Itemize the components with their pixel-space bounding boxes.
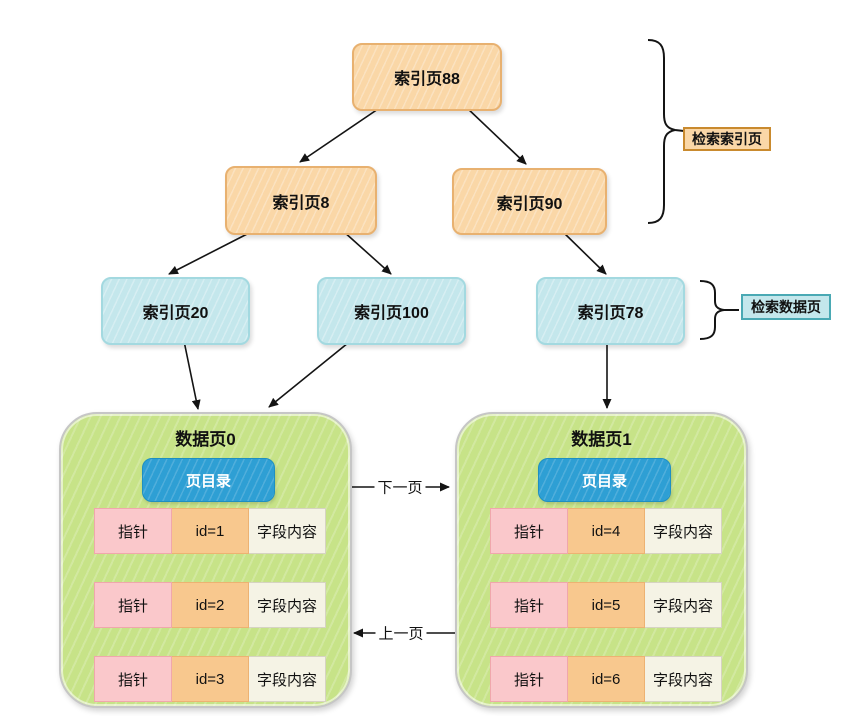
arrow-index88-to-index90 — [465, 106, 527, 165]
data-page-0-record-1: 指针 id=1 字段内容 — [94, 508, 326, 554]
content-cell: 字段内容 — [249, 582, 326, 628]
data-page-0-record-3: 指针 id=3 字段内容 — [94, 656, 326, 702]
id-cell: id=2 — [172, 582, 249, 628]
pointer-cell: 指针 — [94, 582, 172, 628]
content-cell: 字段内容 — [249, 656, 326, 702]
pointer-cell: 指针 — [490, 508, 568, 554]
arrow-index8-to-index100 — [342, 230, 392, 275]
content-cell: 字段内容 — [645, 508, 722, 554]
data-page-1-title: 数据页1 — [571, 430, 632, 449]
data-page-1-directory: 页目录 — [538, 458, 671, 502]
data-page-0-record-2: 指针 id=2 字段内容 — [94, 582, 326, 628]
arrow-index88-to-index8 — [299, 106, 382, 163]
id-cell: id=3 — [172, 656, 249, 702]
data-page-0: 数据页0 页目录 指针 id=1 字段内容 指针 id=2 字段内容 指针 id… — [59, 412, 352, 708]
pointer-cell: 指针 — [94, 656, 172, 702]
data-page-1-record-2: 指针 id=5 字段内容 — [490, 582, 722, 628]
id-cell: id=1 — [172, 508, 249, 554]
pointer-cell: 指针 — [94, 508, 172, 554]
next-page-link-label: 下一页 — [374, 476, 426, 498]
brace-index-levels — [647, 39, 676, 224]
content-cell: 字段内容 — [645, 656, 722, 702]
data-page-0-title: 数据页0 — [175, 430, 236, 449]
arrow-index90-to-index78 — [561, 230, 607, 275]
index-page-100: 索引页100 — [317, 277, 466, 345]
id-cell: id=6 — [568, 656, 645, 702]
arrow-index100-to-datapage0 — [268, 342, 349, 408]
label-search-index-pages: 检索索引页 — [683, 127, 771, 151]
index-page-8: 索引页8 — [225, 166, 377, 235]
data-page-1: 数据页1 页目录 指针 id=4 字段内容 指针 id=5 字段内容 指针 id… — [455, 412, 748, 708]
data-page-1-record-3: 指针 id=6 字段内容 — [490, 656, 722, 702]
pointer-cell: 指针 — [490, 656, 568, 702]
data-page-0-directory: 页目录 — [142, 458, 275, 502]
content-cell: 字段内容 — [645, 582, 722, 628]
label-search-data-pages: 检索数据页 — [741, 294, 831, 320]
index-page-88: 索引页88 — [352, 43, 502, 111]
prev-page-link-label: 上一页 — [375, 622, 427, 644]
arrow-index20-to-datapage0 — [183, 340, 201, 410]
brace-data-level — [699, 280, 725, 340]
index-page-20: 索引页20 — [101, 277, 250, 345]
id-cell: id=4 — [568, 508, 645, 554]
id-cell: id=5 — [568, 582, 645, 628]
pointer-cell: 指针 — [490, 582, 568, 628]
data-page-1-record-1: 指针 id=4 字段内容 — [490, 508, 722, 554]
index-page-78: 索引页78 — [536, 277, 685, 345]
index-page-90: 索引页90 — [452, 168, 607, 235]
content-cell: 字段内容 — [249, 508, 326, 554]
arrow-index8-to-index20 — [168, 230, 254, 275]
